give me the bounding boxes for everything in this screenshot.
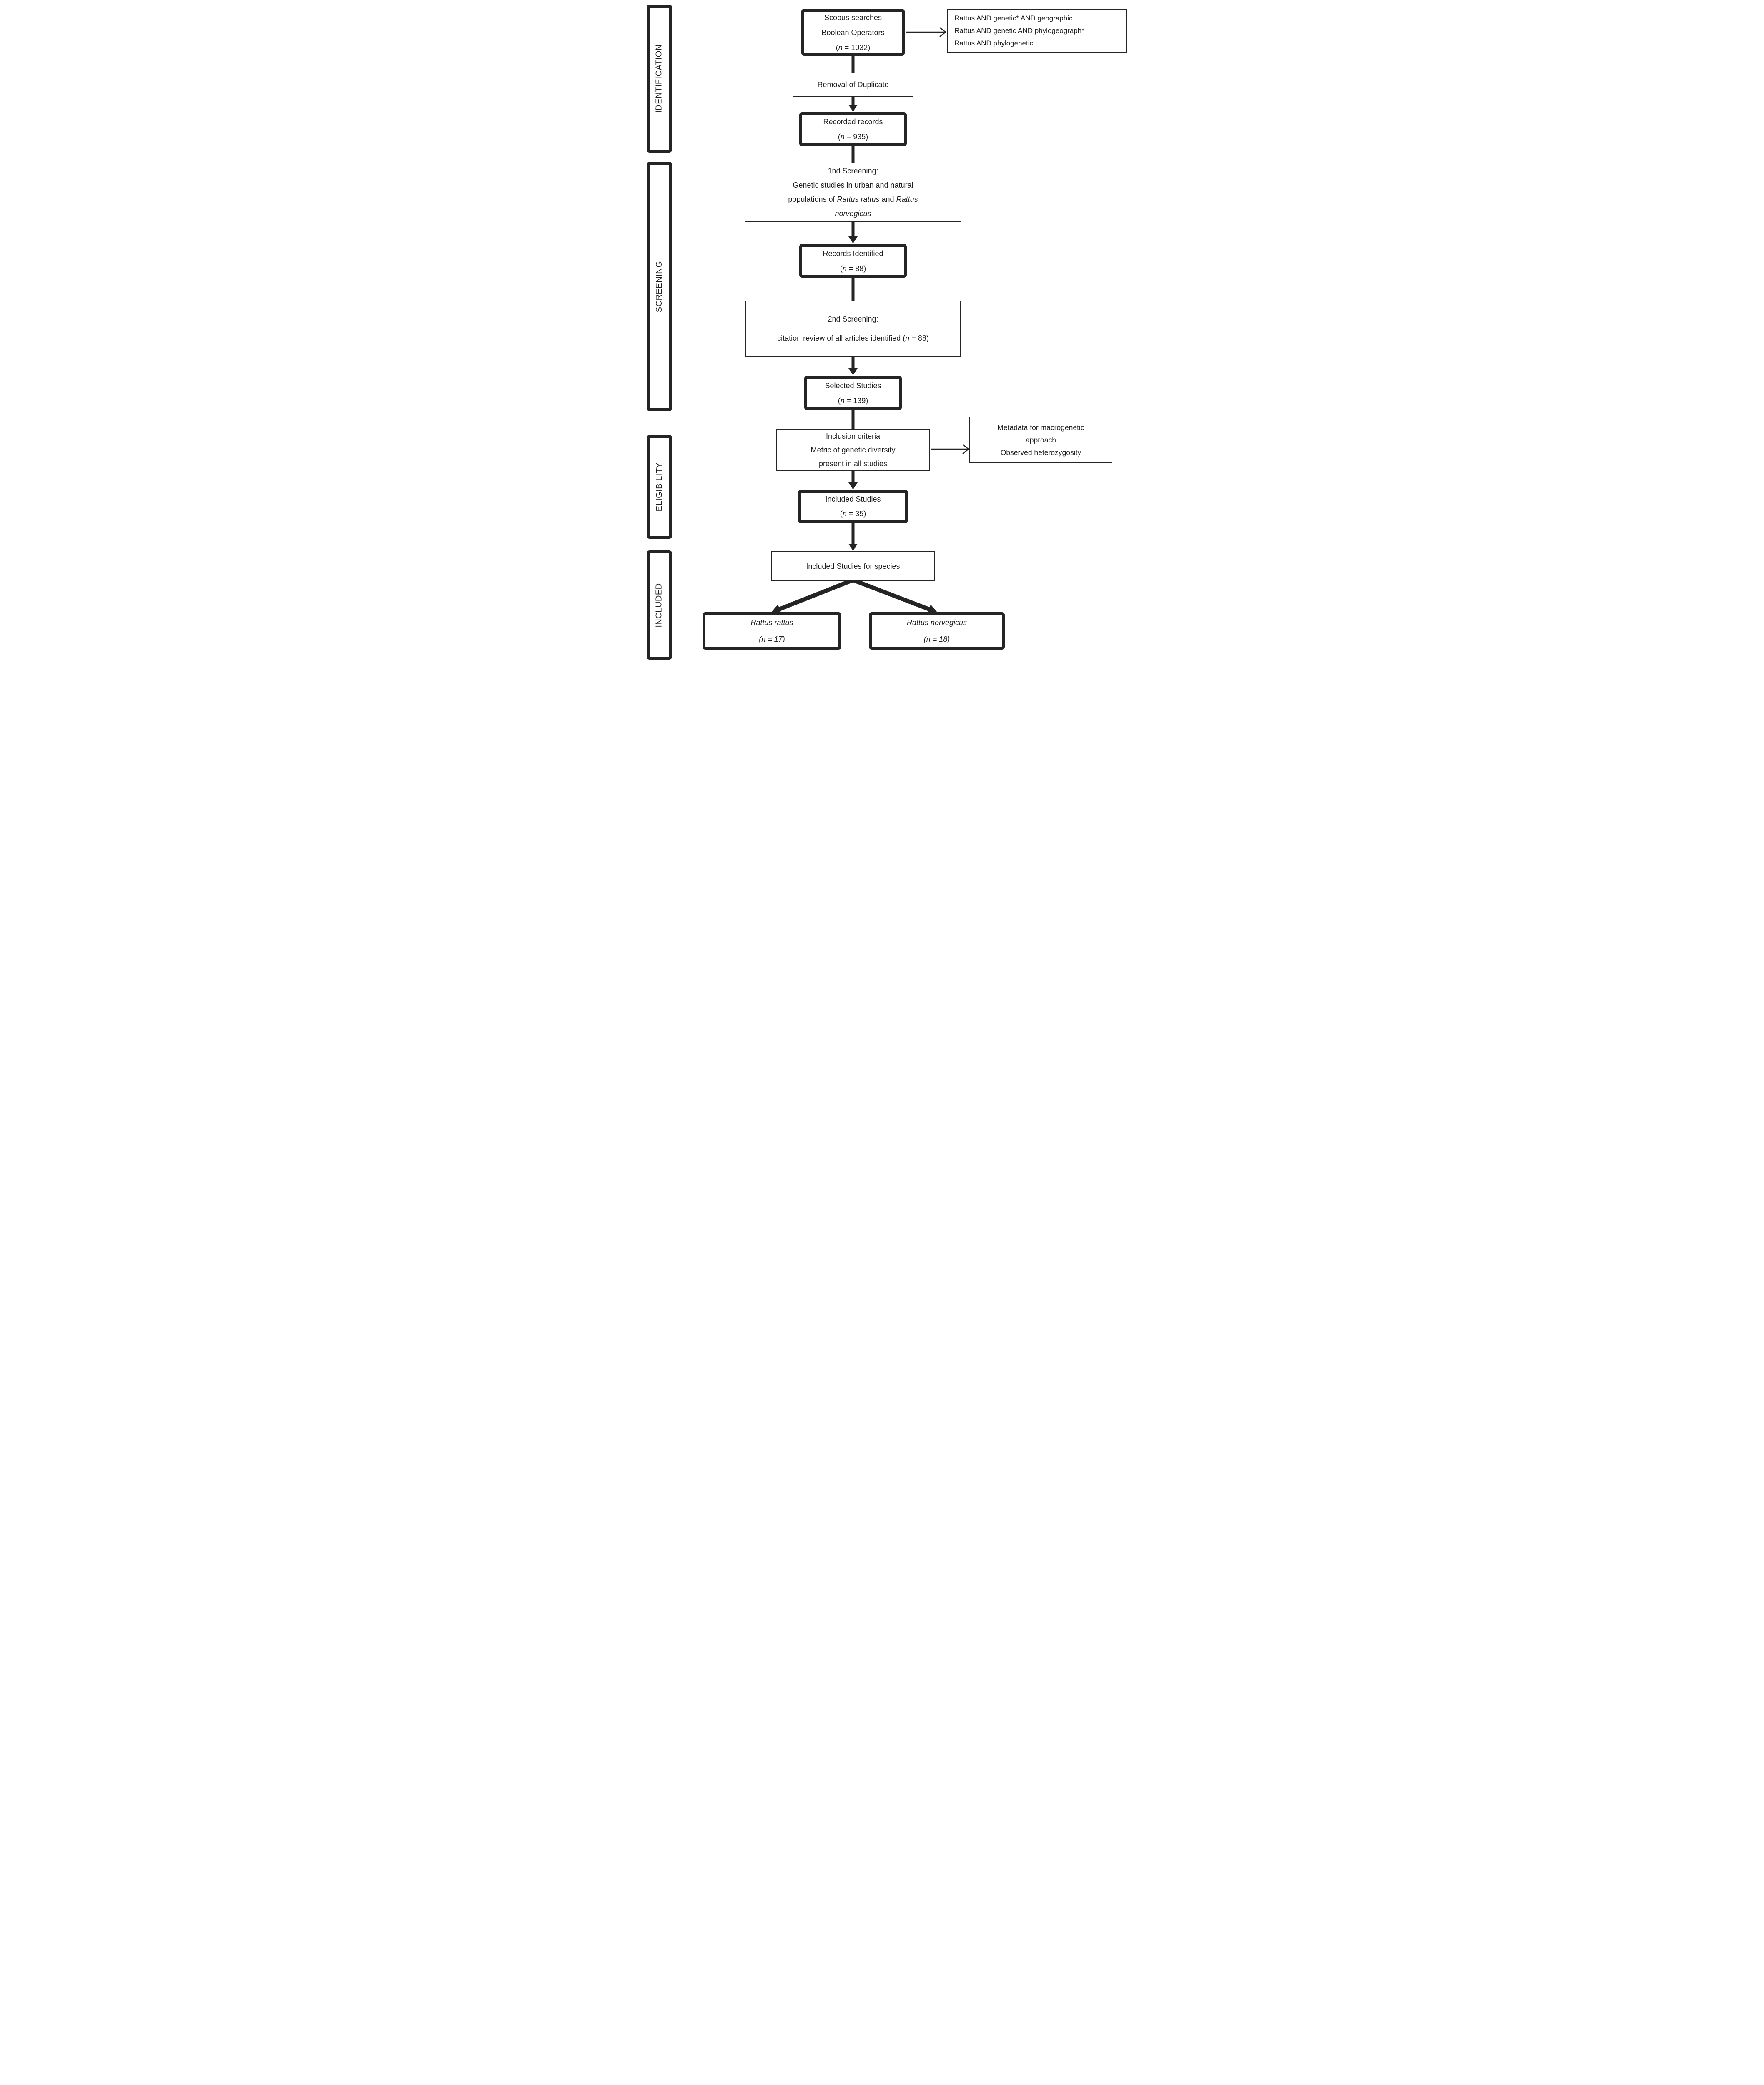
box-selected-studies: Selected Studies (n = 139) — [804, 376, 902, 410]
rattus-norvegicus-count: (n = 18) — [923, 635, 950, 643]
rattus-rattus-name: Rattus rattus — [750, 618, 793, 627]
selected-count: (n = 139) — [838, 396, 868, 405]
screening1-line3: populations of Rattus rattus and Rattus — [788, 195, 918, 203]
included-studies-title: Included Studies — [825, 495, 881, 503]
arrow-scopus-searchterms — [906, 27, 947, 37]
screening2-title: 2nd Screening: — [828, 315, 878, 323]
search-term-1: Rattus AND genetic* AND geographic — [954, 14, 1073, 22]
recorded-count: (n = 935) — [838, 133, 868, 141]
stage-eligibility-label: ELIGIBILITY — [655, 462, 664, 512]
search-term-2: Rattus AND genetic AND phylogeograph* — [954, 27, 1084, 35]
arrow-removal-recorded — [848, 96, 858, 112]
scopus-line1: Scopus searches — [824, 13, 882, 22]
stage-included-label: INCLUDED — [655, 583, 664, 628]
included-species-label: Included Studies for species — [806, 562, 900, 570]
inclusion-line3: present in all studies — [818, 459, 888, 468]
arrow-includedstudies-species — [848, 522, 858, 551]
inclusion-line1: Inclusion criteria — [826, 432, 881, 440]
metadata-line3: Observed heterozygosity — [1000, 448, 1081, 457]
arrow-inclusion-metadata — [931, 444, 970, 454]
box-included-studies: Included Studies (n = 35) — [798, 490, 908, 523]
box-inclusion-criteria: Inclusion criteria Metric of genetic div… — [776, 429, 930, 471]
box-search-terms: Rattus AND genetic* AND geographic Rattu… — [947, 9, 1127, 53]
arrow-screening2-selected — [848, 356, 858, 375]
box-rattus-norvegicus: Rattus norvegicus (n = 18) — [869, 612, 1005, 650]
screening1-line4: norvegicus — [835, 209, 871, 218]
box-scopus-searches: Scopus searches Boolean Operators (n = 1… — [801, 9, 905, 56]
included-studies-count: (n = 35) — [840, 509, 866, 518]
selected-title: Selected Studies — [825, 381, 881, 390]
arrow-screening1-recordsid — [848, 221, 858, 244]
metadata-line1: Metadata for macrogenetic — [997, 423, 1084, 432]
stage-screening-label: SCREENING — [655, 261, 664, 312]
records-identified-count: (n = 88) — [840, 264, 866, 273]
scopus-count: (n = 1032) — [836, 43, 871, 52]
recorded-title: Recorded records — [823, 118, 883, 126]
stage-identification-label: IDENTIFICATION — [655, 44, 664, 113]
screening1-line2: Genetic studies in urban and natural — [793, 181, 913, 189]
arrow-split-rattus-rattus — [772, 578, 854, 613]
box-rattus-rattus: Rattus rattus (n = 17) — [703, 612, 841, 650]
box-recorded-records: Recorded records (n = 935) — [799, 112, 907, 146]
scopus-line2: Boolean Operators — [821, 28, 885, 37]
stage-screening: SCREENING — [647, 162, 672, 411]
stage-included: INCLUDED — [647, 550, 672, 660]
removal-label: Removal of Duplicate — [817, 80, 889, 89]
box-removal-of-duplicate: Removal of Duplicate — [793, 73, 913, 97]
arrow-split-rattus-norvegicus — [852, 578, 937, 613]
stage-identification: IDENTIFICATION — [647, 5, 672, 153]
box-metadata-macrogenetic: Metadata for macrogenetic approach Obser… — [969, 417, 1112, 463]
box-second-screening: 2nd Screening: citation review of all ar… — [745, 301, 961, 357]
search-term-3: Rattus AND phylogenetic — [954, 39, 1033, 47]
box-records-identified: Records Identified (n = 88) — [799, 244, 907, 278]
rattus-norvegicus-name: Rattus norvegicus — [906, 618, 967, 627]
metadata-line2: approach — [1026, 436, 1056, 444]
box-included-studies-for-species: Included Studies for species — [771, 551, 935, 581]
stage-eligibility: ELIGIBILITY — [647, 435, 672, 539]
arrow-inclusion-includedstudies — [848, 470, 858, 490]
inclusion-line2: Metric of genetic diversity — [810, 445, 896, 454]
box-first-screening: 1nd Screening: Genetic studies in urban … — [745, 163, 961, 222]
prisma-flow-diagram: IDENTIFICATION SCREENING ELIGIBILITY INC… — [635, 0, 1129, 667]
screening2-line2: citation review of all articles identifi… — [777, 334, 929, 342]
rattus-rattus-count: (n = 17) — [759, 635, 785, 643]
flow-arrows — [772, 27, 970, 613]
records-identified-title: Records Identified — [823, 249, 883, 258]
screening1-title: 1nd Screening: — [828, 167, 878, 175]
